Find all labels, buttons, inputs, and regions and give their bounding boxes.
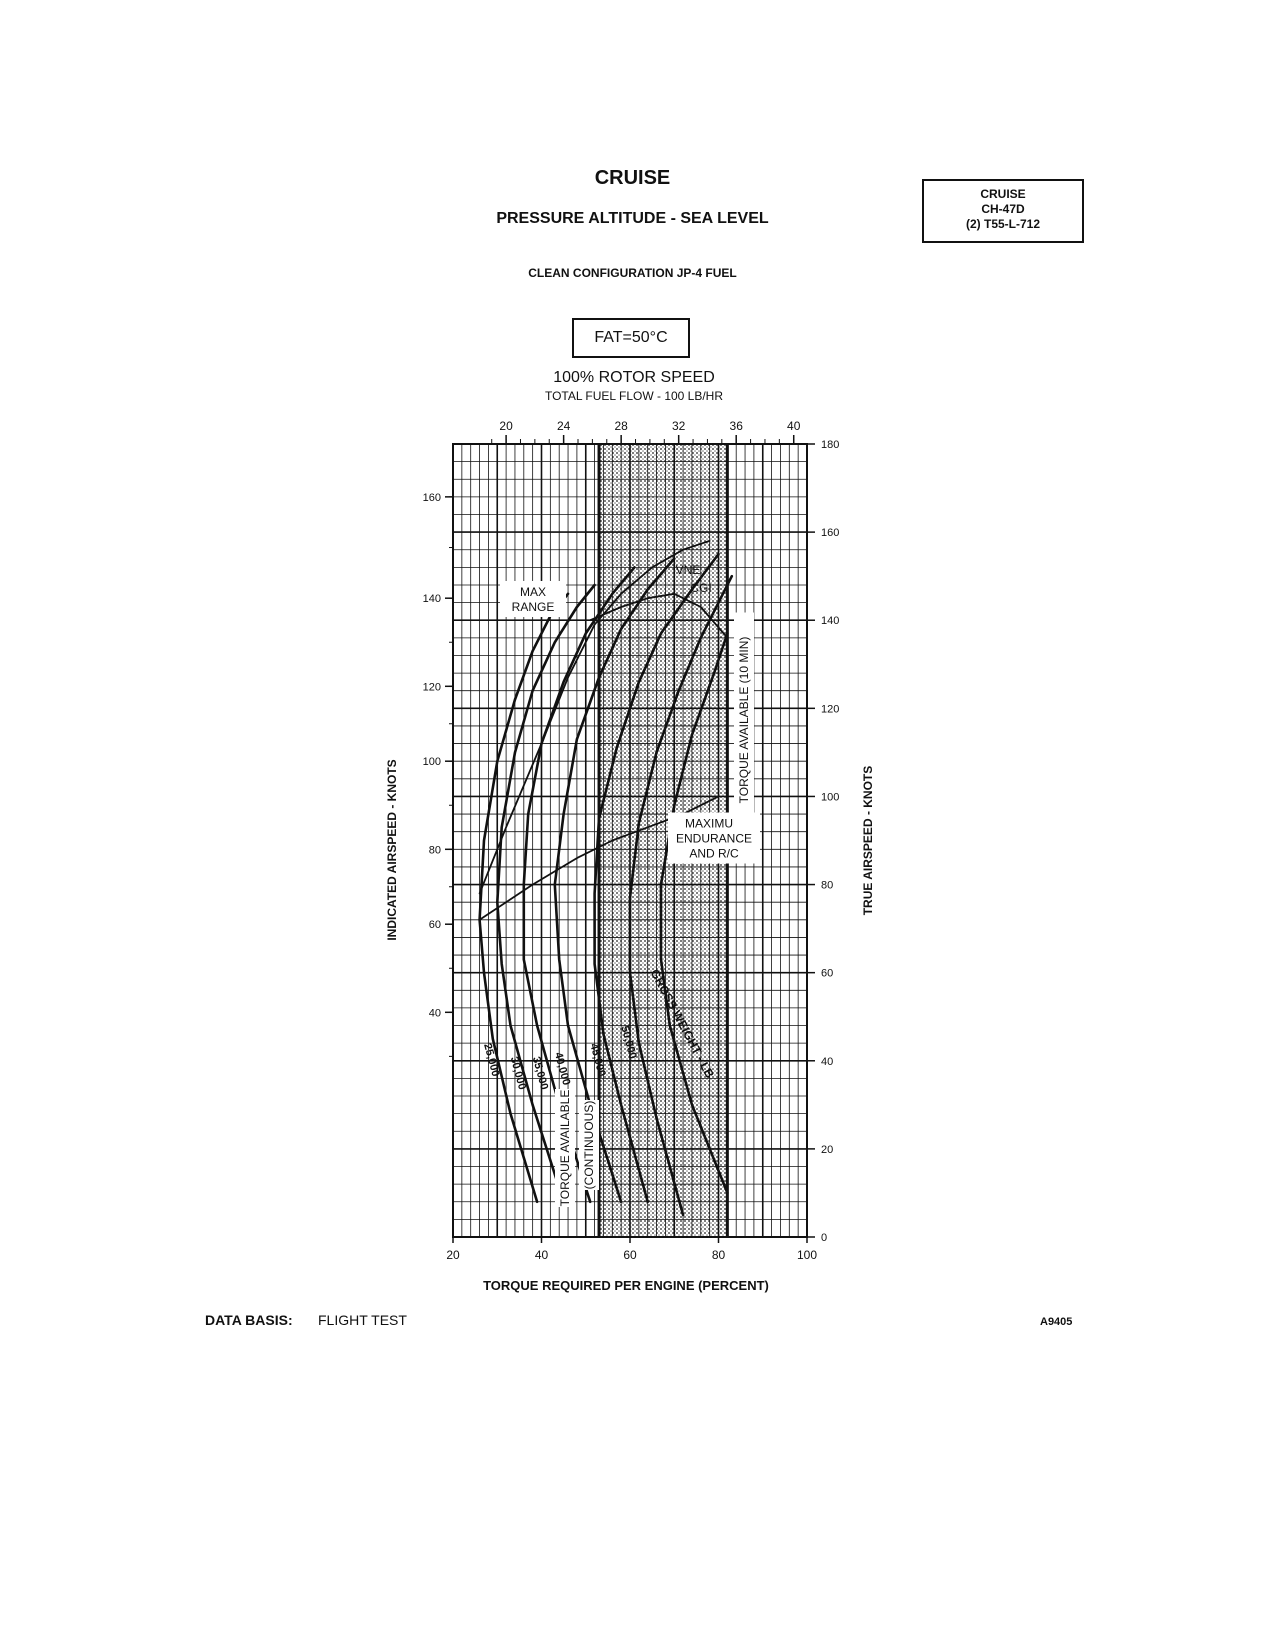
top-tick-label: 20 <box>499 419 513 433</box>
annotation-max-range-bg <box>500 581 566 617</box>
top-tick-label: 24 <box>557 419 571 433</box>
right-tick-label: 100 <box>821 791 839 803</box>
chart-id-box: CRUISE CH-47D (2) T55-L-712 <box>922 179 1084 243</box>
gross-weight-curve-5 <box>593 552 720 1204</box>
gross-weight-curve-7 <box>659 632 729 1195</box>
fat-box: FAT=50°C <box>572 318 690 358</box>
left-tick-label: 120 <box>423 681 441 693</box>
annotation-torque-available: TORQUE AVAILABLE <box>558 1090 572 1207</box>
annotation-torque-available-10min-bg <box>734 612 754 828</box>
annotation-continuous-bg <box>579 1100 599 1190</box>
x-axis-label: TORQUE REQUIRED PER ENGINE (PERCENT) <box>483 1278 769 1293</box>
left-tick-label: 100 <box>423 756 441 768</box>
left-tick-label: 80 <box>429 844 441 856</box>
annotation-torque-available-bg <box>555 1089 575 1207</box>
left-tick-label: 160 <box>423 492 441 504</box>
right-tick-label: 20 <box>821 1144 833 1156</box>
annotation-max-endurance: ENDURANCE <box>676 832 752 846</box>
gross-weight-curve-4 <box>553 557 676 1204</box>
annotation-vne: VNE <box>676 563 701 577</box>
top-tick-label: 32 <box>672 419 686 433</box>
right-tick-label: 40 <box>821 1056 833 1068</box>
page-subtitle: PRESSURE ALTITUDE - SEA LEVEL <box>496 210 769 227</box>
right-tick-label: 80 <box>821 880 833 892</box>
left-axis-label: INDICATED AIRSPEED - KNOTS <box>385 759 399 940</box>
top-tick-label: 40 <box>787 419 801 433</box>
figure-id: A9405 <box>1040 1316 1073 1328</box>
gross-weight-curve-1 <box>478 592 570 1204</box>
right-tick-label: 120 <box>821 703 839 715</box>
x-tick-label: 40 <box>535 1248 549 1262</box>
configuration-label: CLEAN CONFIGURATION JP-4 FUEL <box>528 266 737 280</box>
data-basis-label: DATA BASIS: <box>205 1312 293 1328</box>
x-tick-label: 80 <box>712 1248 726 1262</box>
annotation-continuous: (CONTINUOUS) <box>582 1101 596 1190</box>
right-tick-label: 180 <box>821 439 839 451</box>
annotation-max-endurance: AND R/C <box>689 847 739 861</box>
gross-weight-curve-3 <box>522 566 636 1204</box>
top-axis-label: TOTAL FUEL FLOW - 100 LB/HR <box>545 389 723 403</box>
annotation-cgi: CGI <box>690 581 711 595</box>
data-basis-value: FLIGHT TEST <box>318 1312 407 1328</box>
x-tick-label: 20 <box>446 1248 460 1262</box>
page-title: CRUISE <box>594 167 671 189</box>
reference-line-1 <box>478 540 711 895</box>
gross-weight-curve-6 <box>628 574 734 1217</box>
right-tick-label: 140 <box>821 615 839 627</box>
right-tick-label: 0 <box>821 1232 827 1244</box>
right-tick-label: 160 <box>821 527 839 539</box>
annotation-max-range: MAX <box>520 585 546 599</box>
gross-weight-curve-2 <box>496 583 596 1204</box>
top-tick-label: 36 <box>730 419 744 433</box>
reference-line-3 <box>589 592 729 639</box>
id-box-line-3: (2) T55-L-712 <box>965 217 1041 231</box>
left-tick-label: 140 <box>423 593 441 605</box>
right-axis-label: TRUE AIRSPEED - KNOTS <box>861 766 875 916</box>
id-box-line-1: CRUISE <box>980 187 1026 201</box>
annotation-weight-label: 40,000 <box>552 1051 572 1087</box>
right-tick-label: 60 <box>821 968 833 980</box>
chart-title: 100% ROTOR SPEED <box>553 369 715 386</box>
id-box-line-2: CH-47D <box>981 202 1025 216</box>
x-tick-label: 100 <box>797 1248 817 1262</box>
annotation-max-range: RANGE <box>512 600 555 614</box>
annotation-max-endurance: MAXIMUM <box>685 817 743 831</box>
left-tick-label: 60 <box>429 919 441 931</box>
top-tick-label: 28 <box>614 419 628 433</box>
left-tick-label: 40 <box>429 1007 441 1019</box>
x-tick-label: 60 <box>623 1248 637 1262</box>
annotation-torque-available-10min: TORQUE AVAILABLE (10 MIN) <box>737 637 751 804</box>
